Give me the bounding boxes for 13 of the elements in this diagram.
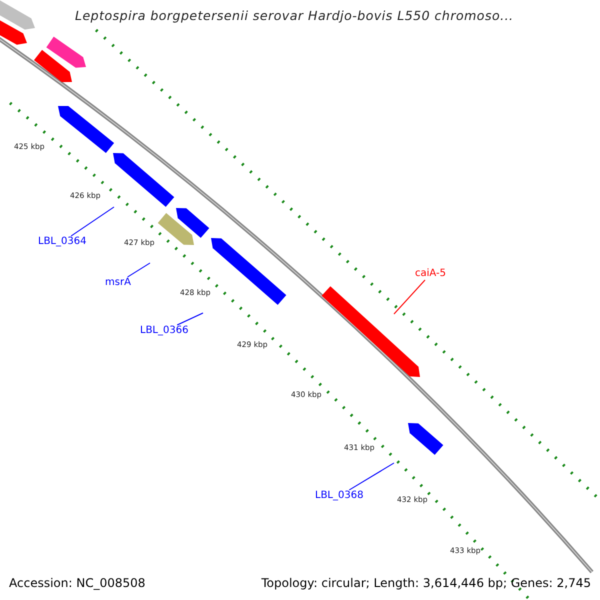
gene-label: msrA <box>105 277 131 289</box>
accession-text: Accession: NC_008508 <box>9 575 146 592</box>
gene-label: caiA-5 <box>415 268 446 280</box>
leader-line <box>348 462 394 490</box>
gene-label: LBL_0366 <box>140 325 188 337</box>
gene-label: LBL_0368 <box>315 490 364 502</box>
leader-line <box>176 312 204 326</box>
gene-label: LBL_0364 <box>38 236 86 248</box>
map-title: Leptospira borgpetersenii serovar Hardjo-bovis L550 chromoso... <box>75 7 514 25</box>
topology-text: Topology: circular; Length: 3,614,446 bp; Genes: 2,745 <box>261 575 591 592</box>
leader-line <box>70 206 114 236</box>
leader-line <box>394 280 426 314</box>
leader-line <box>127 262 150 278</box>
